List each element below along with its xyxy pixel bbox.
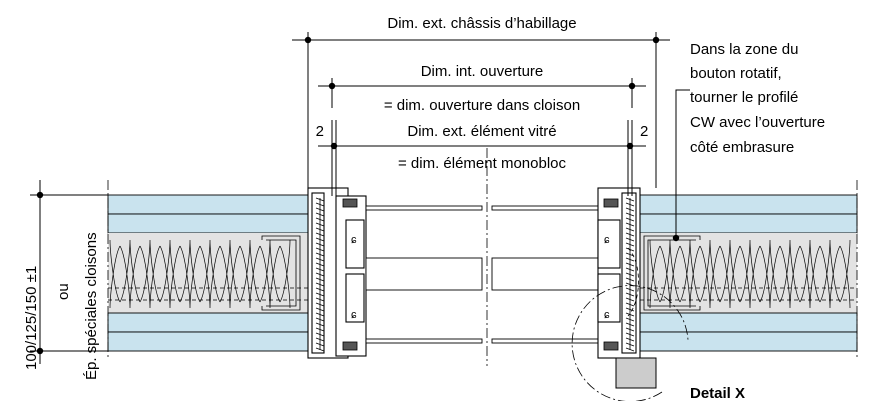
cw-profile-right-inner [647, 239, 696, 307]
board-bottom-inner-right [639, 312, 858, 333]
screw-icon [625, 197, 635, 352]
board-bottom-outer-right [639, 331, 858, 352]
cavity-left [108, 233, 308, 313]
board-top-inner-left [107, 213, 309, 234]
label-wall-ou: ou [55, 283, 72, 300]
glass-pane-bottom-right [491, 338, 601, 344]
screw-icon [315, 197, 325, 352]
gasket-right-bottom [603, 341, 619, 351]
casing-left-flange [311, 192, 325, 354]
rotary-handle-swing [627, 247, 639, 317]
rotary-handle [615, 357, 657, 389]
label-detail-x: Detail X [690, 385, 745, 401]
board-top-outer-right [639, 194, 858, 215]
label-wall-thickness: 100/125/150 ±1 [23, 266, 40, 370]
cw-profile-right [643, 235, 701, 311]
clip-icon: ɕ [604, 234, 610, 246]
gasket-right-top [603, 198, 619, 208]
glass-spacer-left [365, 257, 483, 291]
label-dim-element-monobloc: = dim. élément monobloc [398, 155, 567, 172]
glass-pane-top-right [491, 205, 601, 211]
dimension-chassis: Dim. ext. châssis d’habillage [292, 15, 670, 188]
label-dim-int-ouverture: Dim. int. ouverture [421, 63, 544, 80]
cw-profile-left-inner [266, 239, 297, 307]
label-dim-ouverture-cloison: = dim. ouverture dans cloison [384, 97, 580, 114]
detail-circle [571, 285, 689, 401]
label-dim-ext-element: Dim. ext. élément vitré [407, 123, 556, 140]
board-bottom-outer-left [107, 331, 309, 352]
glass-pane-top-left [365, 205, 483, 211]
glazing [365, 205, 601, 344]
board-top-inner-right [639, 213, 858, 234]
clip-icon: ɕ [351, 234, 357, 246]
board-bottom-inner-left [107, 312, 309, 333]
glazing-bead-left-bottom [345, 273, 365, 323]
clip-icon: ɕ [604, 309, 610, 321]
note-line-5: côté embrasure [690, 139, 794, 156]
dimension-element: 2 2 Dim. ext. élément vitré = dim. éléme… [316, 120, 648, 196]
wall-right [639, 180, 858, 360]
label-dim-ext-chassis: Dim. ext. châssis d’habillage [387, 15, 576, 32]
note-line-3: tourner le profilé [690, 89, 798, 106]
label-num-left: 2 [316, 123, 324, 140]
note-rotary-button: Dans la zone du bouton rotatif, tourner … [672, 41, 825, 242]
note-line-4: CW avec l’ouverture [690, 114, 825, 131]
cw-profile-left [261, 235, 301, 311]
note-line-1: Dans la zone du [690, 41, 798, 58]
clip-icon: ɕ [351, 309, 357, 321]
casing-right-flange [621, 192, 637, 354]
insulation-left [109, 239, 291, 309]
label-num-right: 2 [640, 123, 648, 140]
cavity-right [640, 233, 857, 313]
glass-spacer-right [491, 257, 601, 291]
label-wall-special: Ép. spéciales cloisons [83, 232, 100, 380]
board-top-outer-left [107, 194, 309, 215]
glazing-bead-left-top [345, 219, 365, 269]
frame-right: ɕ ɕ [597, 187, 657, 389]
dimension-wall: 100/125/150 ±1 ou Ép. spéciales cloisons [23, 180, 108, 380]
gasket-left-bottom [342, 341, 358, 351]
frame-left: ɕ ɕ [307, 187, 367, 359]
wall-left [107, 180, 309, 360]
gasket-left-top [342, 198, 358, 208]
note-leader [675, 89, 690, 238]
glazing-bead-right-top [597, 219, 621, 269]
glass-pane-bottom-left [365, 338, 483, 344]
glazing-bead-right-bottom [597, 273, 621, 323]
note-line-2: bouton rotatif, [690, 65, 782, 82]
insulation-right [649, 239, 851, 309]
dimension-opening: Dim. int. ouverture = dim. ouverture dan… [318, 63, 646, 114]
